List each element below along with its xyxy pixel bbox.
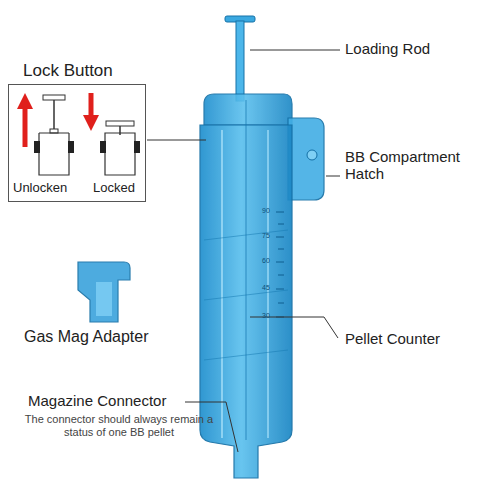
scale-number: 90 (262, 207, 270, 215)
box-heading: Lock Button (23, 61, 113, 81)
lock-button-box: Lock ButtonUnlockenLocked (8, 84, 146, 202)
scale-number: 60 (262, 257, 270, 265)
state-label: Unlocken (13, 181, 67, 196)
part-label: Pellet Counter (345, 330, 440, 347)
part-label: Gas Mag Adapter (24, 328, 149, 346)
note-text: The connector should always remain a sta… (14, 413, 224, 438)
part-label: Loading Rod (345, 40, 430, 57)
scale-number: 75 (262, 232, 270, 240)
state-label: Locked (93, 181, 135, 196)
part-label: BB Compartment Hatch (345, 148, 495, 183)
scale-number: 45 (262, 284, 270, 292)
part-label: Magazine Connector (28, 392, 166, 409)
scale-number: 30 (262, 312, 270, 320)
